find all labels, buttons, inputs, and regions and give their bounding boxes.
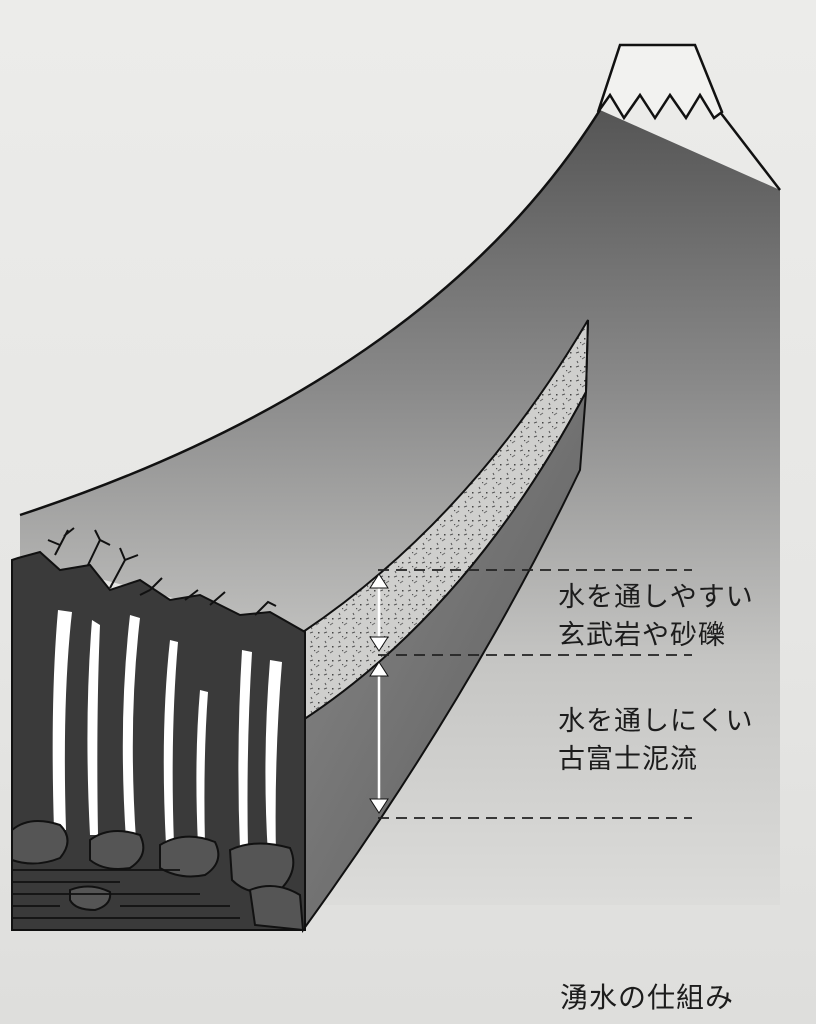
mountain-left-slope <box>19 109 602 517</box>
double-arrow-icon <box>369 661 389 814</box>
permeable-label-line1: 水を通しやすい <box>558 582 754 613</box>
snow-cap-icon <box>596 43 724 121</box>
impermeable-label-line1: 水を通しにくい <box>558 706 754 737</box>
mountain-right-slope <box>719 111 781 191</box>
impermeable-label-line2: 古富士泥流 <box>558 744 698 775</box>
waterfall-icon <box>52 610 282 855</box>
figure-caption: 湧水の仕組み <box>560 981 735 1014</box>
double-arrow-icon <box>369 573 389 652</box>
tree-branches <box>47 527 277 616</box>
mountain <box>20 110 780 905</box>
water-lines <box>12 869 240 931</box>
permeable-label-line2: 玄武岩や砂礫 <box>558 620 726 651</box>
base-rocks <box>11 820 305 932</box>
guide-lines <box>378 569 692 819</box>
